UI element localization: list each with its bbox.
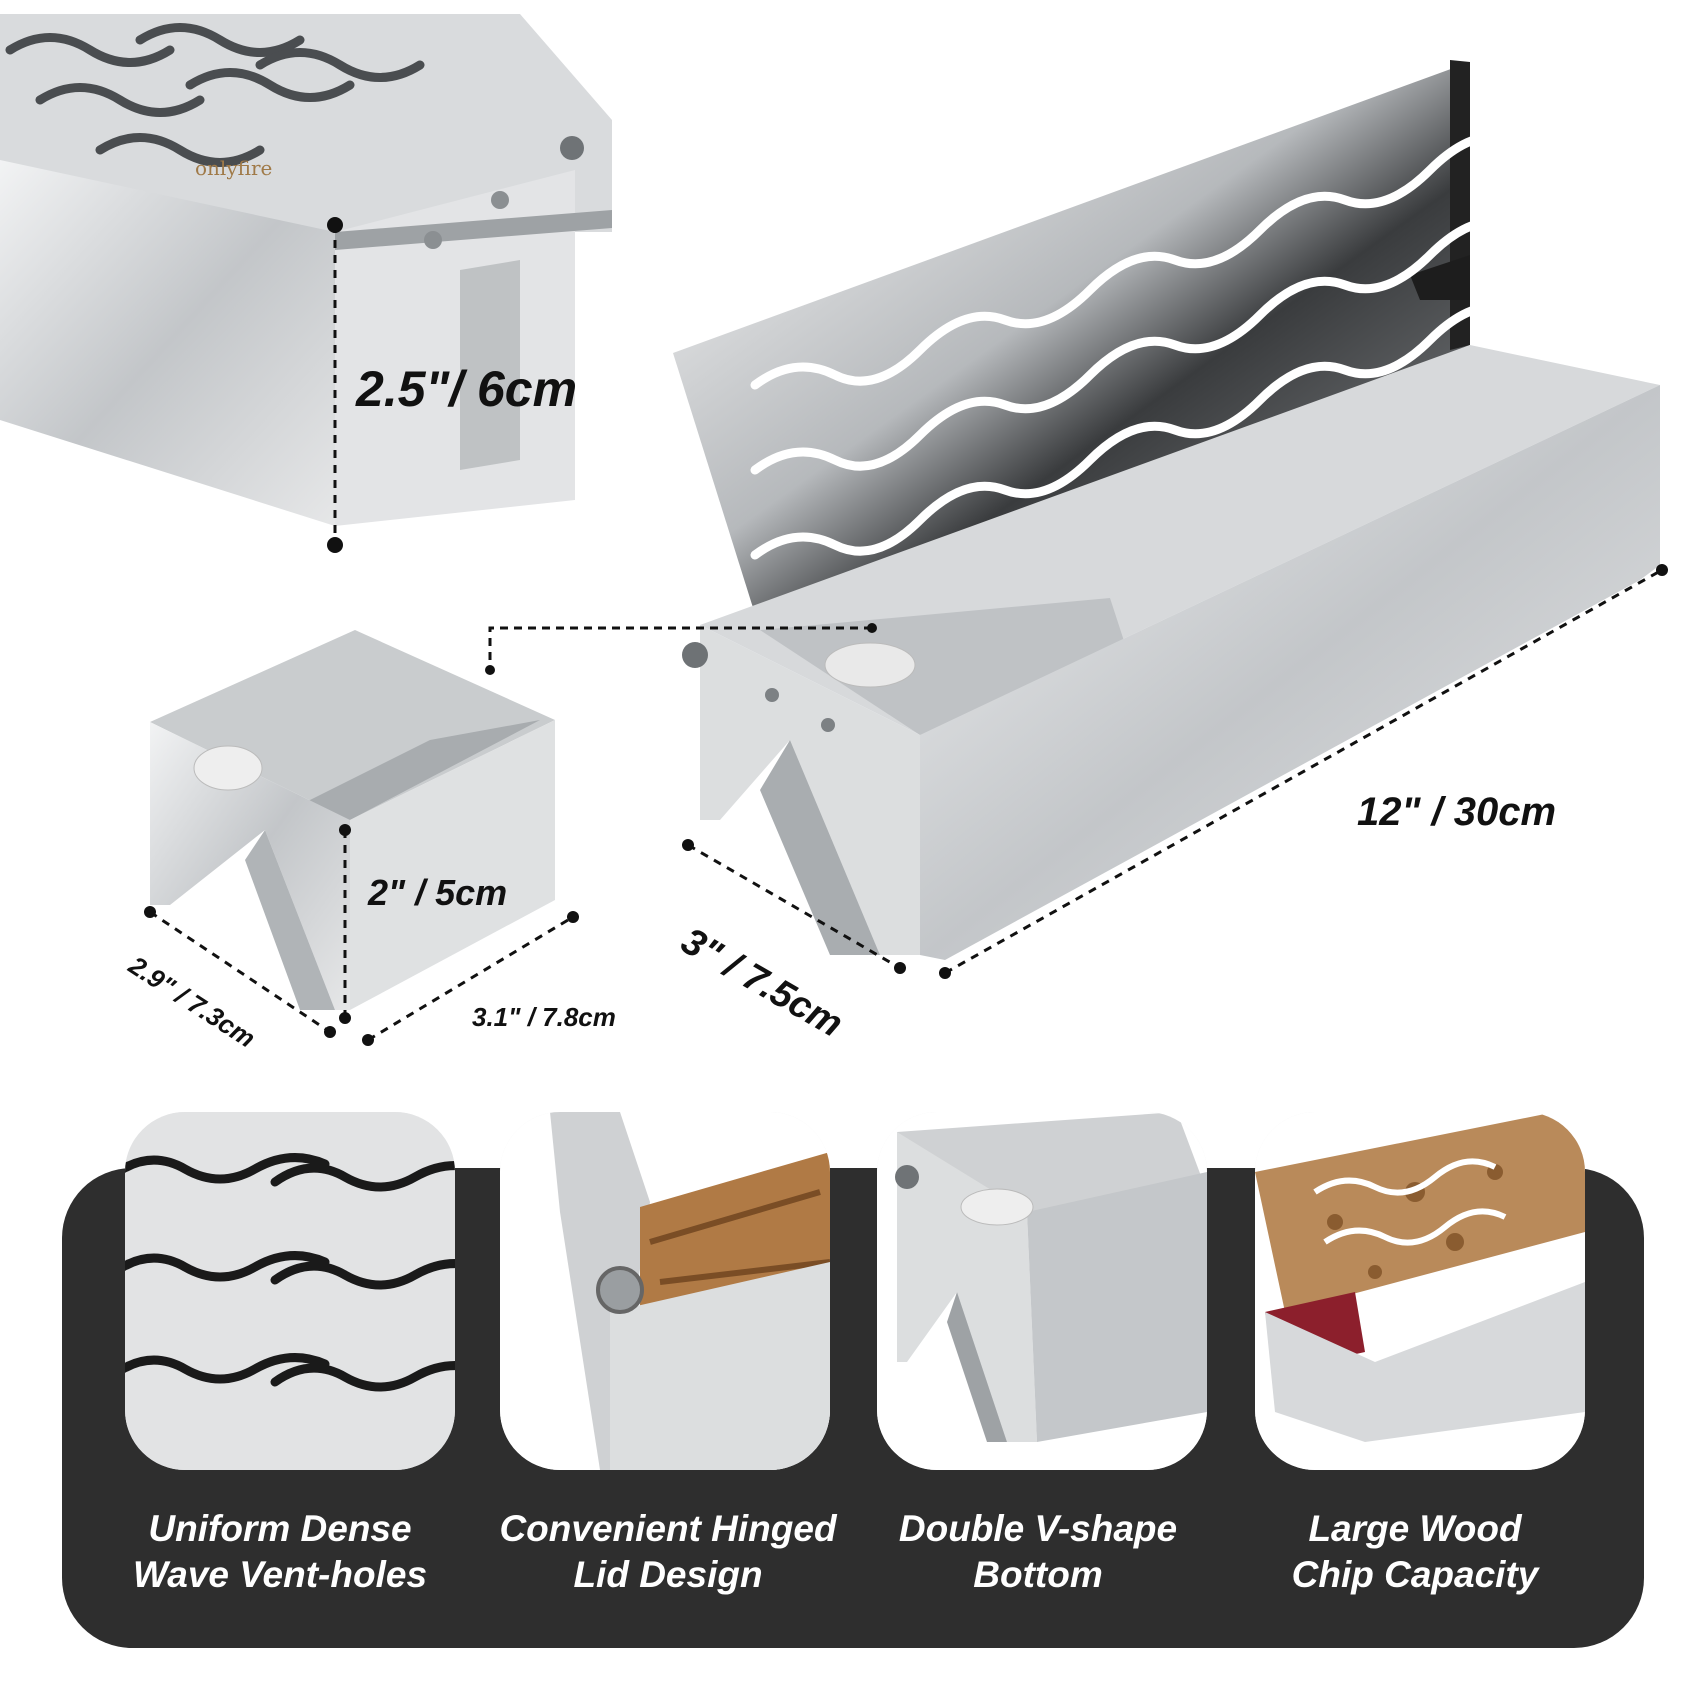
feature-card-v-shape-bottom xyxy=(877,1112,1207,1470)
feature-caption-line: Large Wood xyxy=(1308,1508,1522,1549)
feature-caption-line: Convenient Hinged xyxy=(499,1508,837,1549)
feature-card-wave-vent-holes xyxy=(125,1112,455,1470)
feature-caption-wave-vent-holes: Uniform Dense Wave Vent-holes xyxy=(100,1506,460,1598)
top-left-box: onlyfire xyxy=(0,14,612,526)
wood-chips-icon xyxy=(1255,1112,1585,1470)
feature-caption-line: Wave Vent-holes xyxy=(132,1554,428,1595)
feature-card-hinged-lid xyxy=(500,1112,830,1470)
feature-card-wood-chips xyxy=(1255,1112,1585,1470)
feature-caption-line: Lid Design xyxy=(573,1554,763,1595)
feature-caption-v-shape-bottom: Double V-shape Bottom xyxy=(858,1506,1218,1598)
brand-text: onlyfire xyxy=(195,156,272,180)
wave-vent-holes-icon xyxy=(125,1112,455,1470)
length-label: 12" / 30cm xyxy=(1357,790,1557,834)
removable-cup xyxy=(150,630,555,1010)
feature-caption-line: Uniform Dense xyxy=(148,1508,412,1549)
cup-height-label: 2" / 5cm xyxy=(368,872,508,913)
feature-caption-line: Double V-shape xyxy=(898,1508,1178,1549)
cup-callout-line xyxy=(488,626,872,670)
lid-height-label: 2.5"/ 6cm xyxy=(356,361,578,417)
lid-height-dimension-line xyxy=(327,217,343,553)
main-smoker-box xyxy=(673,60,1660,960)
feature-caption-line: Bottom xyxy=(973,1554,1103,1595)
cup-dimension-lines xyxy=(149,568,1663,1042)
feature-caption-line: Chip Capacity xyxy=(1291,1554,1539,1595)
hinged-lid-icon xyxy=(500,1112,830,1470)
feature-caption-wood-chips: Large Wood Chip Capacity xyxy=(1235,1506,1595,1598)
v-shape-bottom-icon xyxy=(877,1112,1207,1470)
cup-width-label: 3.1" / 7.8cm xyxy=(472,1002,616,1032)
feature-caption-hinged-lid: Convenient Hinged Lid Design xyxy=(488,1506,848,1598)
